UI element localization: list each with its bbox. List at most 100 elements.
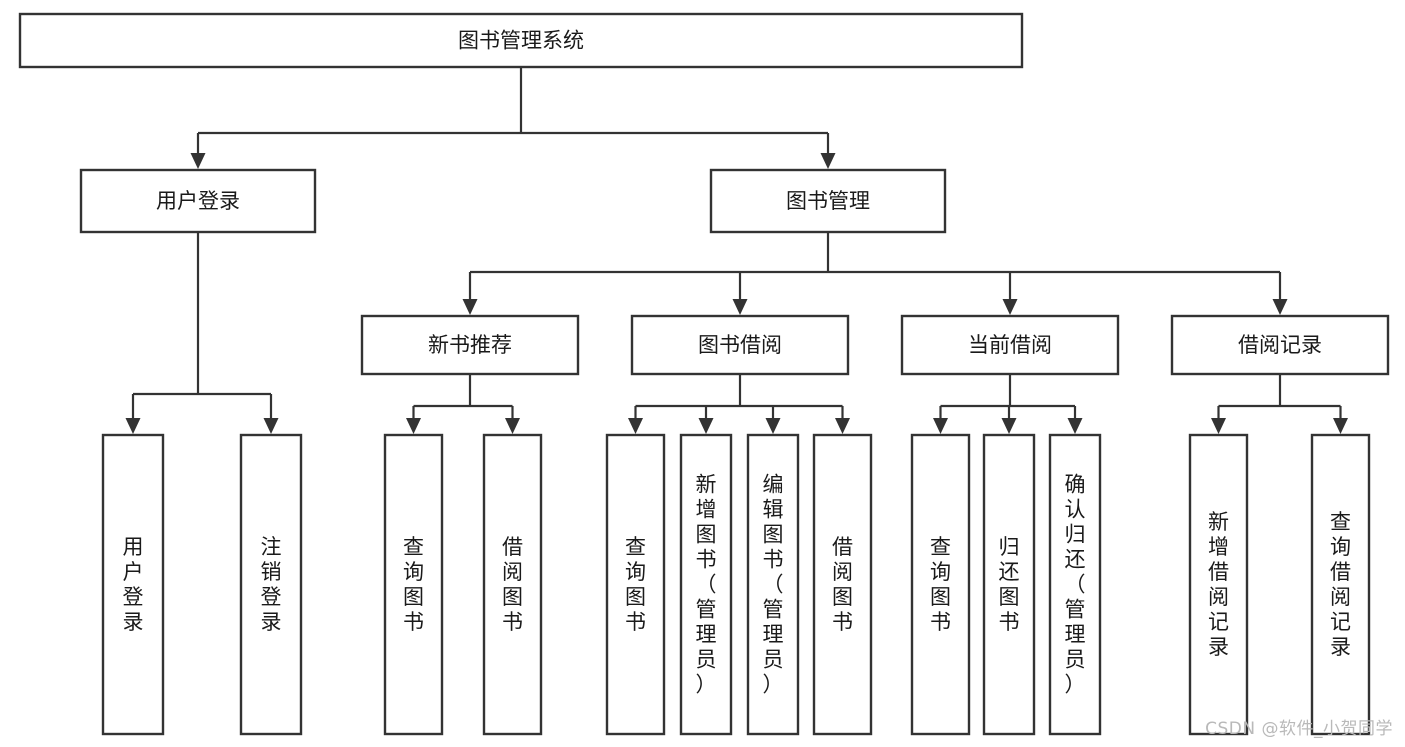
arrow-head-icon [505,418,520,434]
arrow-head-icon [1002,299,1018,315]
svg-text:书: 书 [763,548,784,572]
svg-text:询: 询 [625,560,646,584]
svg-text:注: 注 [261,535,282,559]
arrow-head-icon [1211,418,1226,434]
svg-text:）: ） [763,673,784,697]
root-node-图书管理系统-box[interactable] [18,12,1024,69]
leaf-node-确认归还（管理员）-box[interactable] [1048,433,1102,736]
svg-text:编: 编 [763,473,784,497]
svg-text:图: 图 [999,585,1020,609]
arrow-head-icon [933,418,948,434]
svg-text:询: 询 [930,560,951,584]
leaf-node-查询借阅记录-box[interactable] [1310,433,1371,736]
leaf-node-查询图书-box[interactable] [910,433,971,736]
arrow-head-icon [820,153,836,169]
svg-text:增: 增 [696,498,717,522]
arrow-head-icon [406,418,421,434]
level3-node-图书借阅-box[interactable] [630,314,850,376]
svg-text:图: 图 [403,585,424,609]
svg-text:员: 员 [1065,648,1086,672]
arrow-head-icon [835,418,850,434]
leaf-node-查询图书-box[interactable] [605,433,666,736]
svg-text:借: 借 [502,535,523,559]
svg-text:书: 书 [625,610,646,634]
leaf-node-借阅图书-box[interactable] [482,433,543,736]
svg-text:阅: 阅 [502,560,523,584]
level2-node-图书管理-label: 图书管理 [786,189,870,213]
level3-node-借阅记录-box[interactable] [1170,314,1390,376]
svg-text:记: 记 [1330,610,1351,634]
svg-text:录: 录 [123,610,144,634]
arrow-head-icon [628,418,643,434]
svg-text:管: 管 [696,598,717,622]
level3-node-当前借阅-label: 当前借阅 [968,333,1052,357]
svg-text:）: ） [1065,673,1086,697]
svg-text:录: 录 [1208,635,1229,659]
leaf-node-新增图书（管理员）-box[interactable] [679,433,733,736]
svg-text:查: 查 [930,535,951,559]
arrow-head-icon [190,153,206,169]
svg-text:（: （ [696,573,717,597]
leaf-node-用户登录-box[interactable] [101,433,165,736]
svg-text:认: 认 [1065,498,1086,522]
svg-text:询: 询 [403,560,424,584]
leaf-node-注销登录-box[interactable] [239,433,303,736]
svg-text:阅: 阅 [832,560,853,584]
leaf-node-归还图书-box[interactable] [982,433,1036,736]
csdn-watermark: CSDN @软件_小贺同学 [1205,719,1393,739]
svg-text:（: （ [763,573,784,597]
arrow-head-icon [1001,418,1017,434]
svg-text:录: 录 [261,610,282,634]
svg-text:查: 查 [1330,510,1351,534]
level2-node-图书管理-box[interactable] [709,168,947,234]
svg-text:录: 录 [1330,635,1351,659]
level2-node-用户登录-label: 用户登录 [156,189,240,213]
svg-text:阅: 阅 [1208,585,1229,609]
svg-text:新: 新 [1208,510,1229,534]
leaf-node-新增借阅记录-box[interactable] [1188,433,1249,736]
root-node-图书管理系统-label: 图书管理系统 [458,29,584,53]
svg-text:理: 理 [696,623,717,647]
level2-node-用户登录-box[interactable] [79,168,317,234]
svg-text:图: 图 [696,523,717,547]
level3-node-当前借阅-box[interactable] [900,314,1120,376]
svg-text:图: 图 [502,585,523,609]
level3-node-图书借阅-label: 图书借阅 [698,333,782,357]
level3-node-新书推荐-label: 新书推荐 [428,333,512,357]
boxes-layer: 图书管理系统用户登录图书管理新书推荐图书借阅当前借阅借阅记录用户登录注销登录查询… [18,12,1390,736]
svg-text:书: 书 [930,610,951,634]
svg-text:归: 归 [1065,523,1086,547]
arrow-head-icon [462,299,478,315]
leaf-node-借阅图书-box[interactable] [812,433,873,736]
svg-text:（: （ [1065,573,1086,597]
svg-text:图: 图 [625,585,646,609]
leaf-node-查询图书-box[interactable] [383,433,444,736]
svg-text:查: 查 [403,535,424,559]
svg-text:管: 管 [763,598,784,622]
arrow-head-icon [698,418,714,434]
arrow-head-icon [732,299,748,315]
svg-text:管: 管 [1065,598,1086,622]
svg-text:户: 户 [123,560,144,584]
svg-text:图: 图 [930,585,951,609]
level3-node-新书推荐-box[interactable] [360,314,580,376]
svg-text:借: 借 [1208,560,1229,584]
svg-text:员: 员 [696,648,717,672]
leaf-node-编辑图书（管理员）-box[interactable] [746,433,800,736]
arrow-head-icon [1067,418,1083,434]
arrow-head-icon [1333,418,1348,434]
level3-node-借阅记录-label: 借阅记录 [1238,333,1322,357]
svg-text:登: 登 [261,585,282,609]
svg-text:员: 员 [763,648,784,672]
leaf-node-用户登录-label: 用户登录 [123,535,144,634]
